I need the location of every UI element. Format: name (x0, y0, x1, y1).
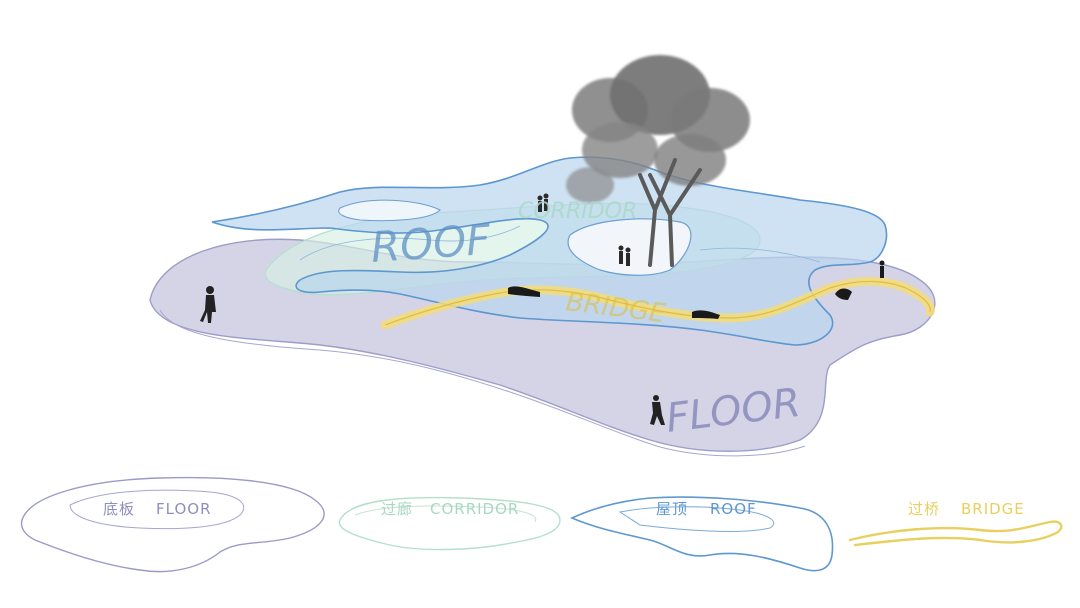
roof-contour (299, 225, 521, 261)
legend-corridor-zh: 过廊 (381, 500, 413, 518)
legend-floor-outline (20, 476, 325, 573)
legend-roof-outline (570, 496, 834, 572)
legend-corridor-inner (354, 505, 537, 523)
person-walking-left (200, 286, 216, 323)
roof-contour-2 (699, 247, 821, 263)
legend-floor: 底板 FLOOR (20, 476, 325, 573)
legend-roof-en: ROOF (710, 500, 757, 518)
legend-floor-zh: 底板 (103, 500, 135, 518)
floor-slab-edge (159, 309, 806, 457)
legend-bridge-ribbon (848, 520, 1063, 547)
corridor-label: CORRIDOR (518, 199, 637, 224)
legend-floor-inner (69, 489, 245, 530)
legend: 底板 FLOOR 过廊 CORRIDOR 屋顶 ROOF 过桥 BRIDGE (20, 476, 1063, 573)
legend-corridor: 过廊 CORRIDOR (338, 496, 561, 551)
axonometric-model: ROOF CORRIDOR BRIDGE FLOOR (149, 55, 936, 457)
legend-corridor-en: CORRIDOR (430, 500, 519, 518)
legend-floor-en: FLOOR (156, 500, 212, 518)
legend-roof-inner (618, 506, 775, 532)
legend-roof: 屋顶 ROOF (570, 496, 834, 572)
roof-opening-right (567, 218, 692, 276)
legend-bridge-en: BRIDGE (961, 500, 1025, 518)
roof-label: ROOF (369, 215, 492, 272)
roof-opening-left (338, 199, 441, 222)
people-on-bridge (508, 260, 885, 319)
legend-corridor-outline (338, 496, 561, 551)
legend-bridge-zh: 过桥 (908, 500, 940, 518)
person-on-floor (650, 395, 665, 425)
legend-bridge: 过桥 BRIDGE (848, 500, 1063, 547)
legend-roof-zh: 屋顶 (656, 500, 688, 518)
people-on-roof (537, 193, 631, 266)
tree (566, 55, 750, 267)
